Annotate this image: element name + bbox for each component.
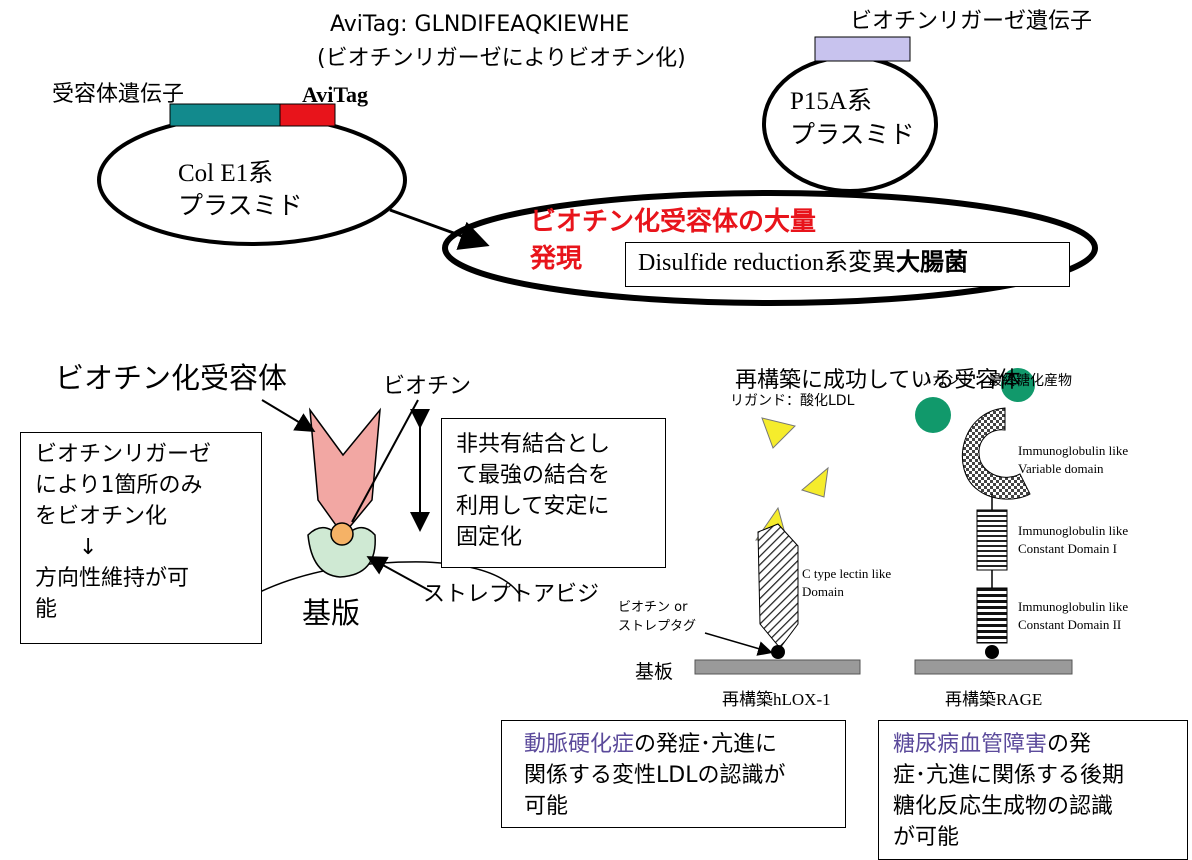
variable-domain-line1: Immunoglobulin like: [1018, 443, 1129, 458]
pointer-streptavidin: [366, 556, 433, 593]
avitag-note: (ビオチンリガーゼによりビオチン化): [317, 46, 686, 71]
avitag-label: AviTag: [302, 82, 369, 107]
avitag-block: [279, 103, 336, 127]
hlox-label: 再構築hLOX-1: [722, 690, 831, 709]
ligand1-label: リガンド：酸化LDL: [730, 393, 855, 409]
biotin-tag-line2: ストレプタグ: [618, 619, 697, 634]
strain-text: Disulfide reduction系変異大腸菌: [638, 250, 968, 278]
atherosclerosis-box: 動脈硬化症の発症･亢進に 関係する変性LDLの認識が 可能: [501, 720, 846, 828]
ligase-note-box: ビオチンリガーゼ により1箇所のみ をビオチン化 ↓ 方向性維持が可 能: [20, 432, 262, 644]
biotin-label: ビオチン: [383, 374, 472, 399]
lectin-domain-shape: [757, 523, 799, 649]
strain-prefix: Disulfide reduction系変異: [638, 250, 896, 276]
ligase-gene-label: ビオチンリガーゼ遺伝子: [850, 9, 1093, 34]
plasmid1-line2: プラスミド: [178, 193, 303, 220]
receptor-gene-block: [169, 103, 281, 127]
plasmid2-line1: P15A系: [790, 88, 872, 115]
arrow-to-receptor: [261, 399, 316, 433]
pointer-biotin: [351, 399, 419, 523]
substrate-curve: [224, 561, 521, 613]
diabetes-highlight: 糖尿病血管障害: [893, 732, 1048, 757]
biotinylated-receptor-label: ビオチン化受容体: [55, 361, 288, 395]
hlox-substrate: [694, 659, 861, 675]
receptor-shape: [309, 407, 381, 537]
constant-domain1-line2: Constant Domain I: [1018, 541, 1117, 556]
constant-domain2-line2: Constant Domain II: [1018, 617, 1122, 632]
lectin-domain-line2: Domain: [802, 584, 844, 599]
variable-domain-line2: Variable domain: [1018, 461, 1104, 476]
rage-anchor: [985, 645, 999, 659]
diabetes-text: 糖尿病血管障害の発 症･亢進に関係する後期 糖化反応生成物の認識 が可能: [893, 729, 1124, 853]
biotin-dot: [330, 522, 354, 546]
ligase-note-text: ビオチンリガーゼ により1箇所のみ をビオチン化 ↓ 方向性維持が可 能: [35, 442, 212, 622]
biotin-tag-label: ビオチン or ストレプタグ: [618, 598, 696, 636]
constant-domain2-line1: Immunoglobulin like: [1018, 599, 1129, 614]
constant-domain-2-shape: [976, 587, 1008, 644]
age-ligand-2: [1001, 368, 1035, 402]
variable-domain-shape: [962, 407, 1031, 500]
biotin-tag-line1: ビオチン or: [618, 600, 688, 615]
rage-substrate: [914, 659, 1073, 675]
substrate-label-right: 基板: [635, 661, 674, 683]
binding-note-box: 非共有結合とし て最強の結合を 利用して安定に 固定化: [441, 418, 666, 568]
avitag-sequence: AviTag: GLNDIFEAQKIEWHE: [330, 12, 630, 37]
ligand-triangle-2: [800, 466, 829, 498]
diabetes-rest: の発 症･亢進に関係する後期 糖化反応生成物の認識 が可能: [893, 732, 1125, 850]
age-ligand-1: [915, 397, 951, 433]
lectin-domain-line1: C type lectin like: [802, 566, 892, 581]
binding-note-text: 非共有結合とし て最強の結合を 利用して安定に 固定化: [456, 432, 611, 550]
rage-label: 再構築RAGE: [945, 690, 1043, 709]
streptavidin-label: ストレプトアビジ: [423, 582, 600, 607]
strain-bold: 大腸菌: [895, 250, 968, 276]
constant-domain-1-shape: [976, 509, 1008, 571]
hlox-anchor: [771, 645, 785, 659]
arrow-to-host: [389, 208, 490, 250]
expression-line2: 発現: [530, 244, 583, 274]
plasmid2-line2: プラスミド: [790, 122, 915, 149]
reconstructed-title: 再構築に成功している受容体: [735, 368, 1021, 393]
ligase-gene-block: [814, 36, 911, 62]
atherosclerosis-highlight: 動脈硬化症: [524, 732, 635, 757]
biotin-tag-pointer: [704, 632, 773, 656]
strain-box: Disulfide reduction系変異大腸菌: [625, 242, 1070, 287]
plasmid1-line1: Col E1系: [178, 160, 274, 187]
ligand-triangle-1: [761, 417, 796, 449]
ligand2-label: リガンド：最終糖化産物: [918, 373, 1072, 389]
atherosclerosis-rest: の発症･亢進に 関係する変性LDLの認識が 可能: [524, 732, 786, 819]
substrate-label-left: 基版: [302, 596, 361, 630]
atherosclerosis-text: 動脈硬化症の発症･亢進に 関係する変性LDLの認識が 可能: [524, 729, 785, 822]
receptor-gene-label: 受容体遺伝子: [52, 82, 185, 107]
expression-line1: ビオチン化受容体の大量: [530, 207, 817, 237]
diabetes-box: 糖尿病血管障害の発 症･亢進に関係する後期 糖化反応生成物の認識 が可能: [878, 720, 1188, 860]
constant-domain1-line1: Immunoglobulin like: [1018, 523, 1129, 538]
